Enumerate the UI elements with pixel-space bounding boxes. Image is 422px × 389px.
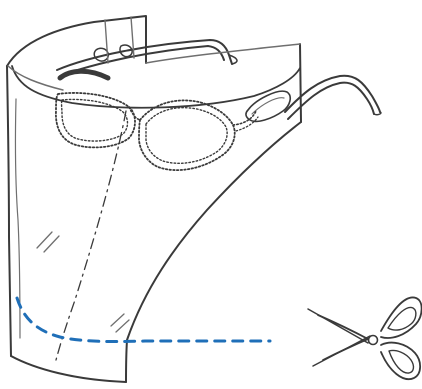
scissors-icon (307, 296, 422, 380)
cut-line (15, 296, 272, 344)
glasses-front-frames (55, 92, 259, 171)
face-shield-visor (6, 15, 302, 383)
glasses-temple-arms (56, 39, 382, 123)
